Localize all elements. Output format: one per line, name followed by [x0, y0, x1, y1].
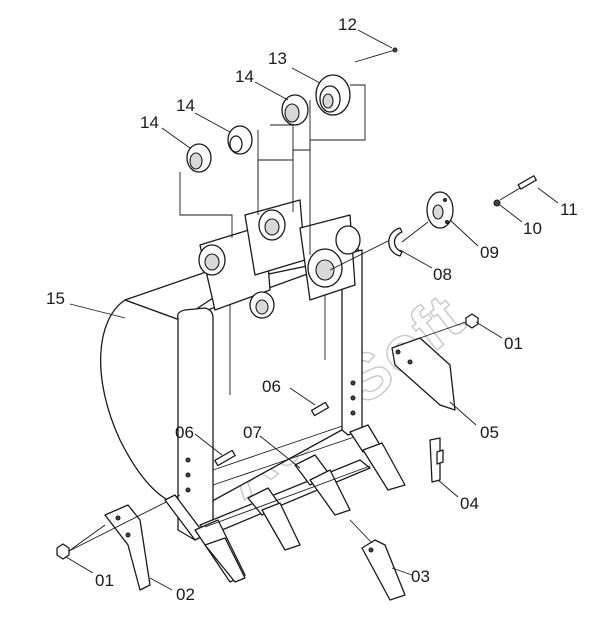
callout-labels: 12 13 14 14 14 11 10 09 08 15 01 05 06 0…: [46, 15, 578, 604]
callout-01-right: 01: [504, 334, 523, 353]
callout-08: 08: [433, 265, 452, 284]
teeth: [164, 424, 444, 601]
callout-14-upper: 14: [235, 67, 254, 86]
mounting-ears: [198, 199, 361, 319]
callout-06-upper: 06: [262, 377, 281, 396]
callout-11: 11: [560, 200, 578, 219]
pins: [214, 401, 330, 467]
callout-01-left: 01: [95, 571, 114, 590]
callout-15: 15: [46, 289, 65, 308]
callout-07: 07: [243, 423, 262, 442]
callout-03: 03: [411, 567, 430, 586]
callout-02: 02: [176, 585, 195, 604]
assembly-lines: [179, 84, 391, 271]
callout-14-middle: 14: [176, 96, 195, 115]
side-cutter-right: [391, 313, 479, 411]
callout-12: 12: [338, 15, 357, 34]
callout-04: 04: [460, 494, 479, 513]
retaining-parts: [388, 175, 537, 257]
side-cutter-left: [56, 494, 181, 591]
callout-05: 05: [480, 423, 499, 442]
callout-10: 10: [523, 219, 542, 238]
callout-09: 09: [480, 243, 499, 262]
bushings: [186, 47, 398, 173]
leader-lines: [65, 29, 559, 591]
callout-13: 13: [268, 49, 287, 68]
callout-06-lower: 06: [175, 423, 194, 442]
callout-14-left: 14: [140, 113, 159, 132]
